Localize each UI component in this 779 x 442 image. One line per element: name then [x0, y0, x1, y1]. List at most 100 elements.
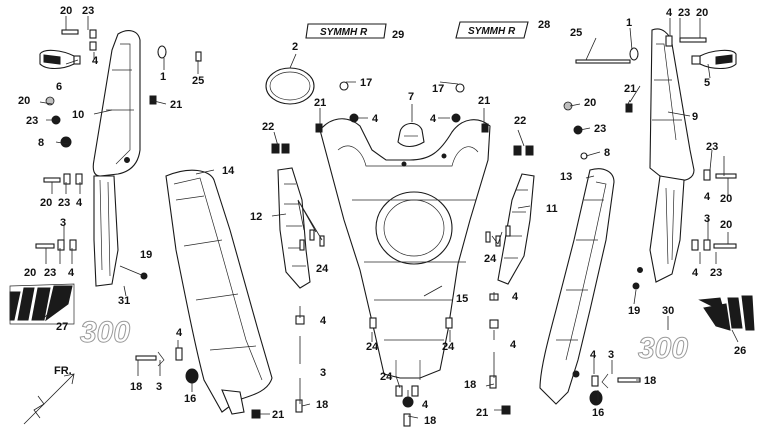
- hardware: [35, 29, 737, 427]
- callout-23-e: 23: [678, 7, 690, 19]
- callout-4-h: 4: [512, 291, 519, 303]
- callout-3-a: 3: [60, 217, 66, 229]
- callout-21-f: 21: [624, 83, 636, 95]
- ring-seal: [265, 67, 315, 105]
- direction-label: FR.: [54, 365, 72, 377]
- inner-bracket-left: [277, 167, 311, 289]
- callout-23-h: 23: [710, 267, 722, 279]
- callout-19-a: 19: [140, 249, 152, 261]
- decal-300-left: 300: [80, 316, 131, 350]
- turn-signal-left: [39, 49, 81, 70]
- callout-20-g: 20: [720, 193, 732, 205]
- callout-18-c: 18: [424, 415, 436, 427]
- callout-20-f: 20: [584, 97, 596, 109]
- callout-23-f: 23: [594, 123, 606, 135]
- callout-24-d: 24: [442, 341, 455, 353]
- callout-24-e: 24: [380, 371, 393, 383]
- callout-15: 15: [456, 293, 468, 305]
- callout-17-b: 17: [432, 83, 444, 95]
- front-direction-indicator: FR.: [23, 365, 75, 425]
- callout-4-e: 4: [372, 113, 379, 125]
- emblem-right: SYMMH R: [455, 21, 529, 39]
- callout-27: 27: [56, 321, 68, 333]
- front-panel-right: [539, 168, 615, 405]
- callout-24-a: 24: [316, 263, 329, 275]
- leader-lines: [39, 16, 739, 419]
- callout-21-b: 21: [272, 409, 284, 421]
- callout-28: 28: [538, 19, 550, 31]
- fuel-cap: [397, 122, 425, 148]
- decal-300-right: 300: [638, 332, 689, 366]
- callout-20-h: 20: [720, 219, 732, 231]
- svg-text:SYMMH R: SYMMH R: [468, 26, 516, 37]
- callout-20-c: 20: [40, 197, 52, 209]
- callout-4-g: 4: [320, 315, 327, 327]
- svg-text:300: 300: [638, 332, 688, 365]
- callout-8-a: 8: [38, 137, 44, 149]
- callout-4-a: 4: [92, 55, 99, 67]
- center-tunnel-cover: [319, 118, 491, 380]
- callout-21-a: 21: [170, 99, 182, 111]
- callout-3-c: 3: [320, 367, 326, 379]
- callout-4-d: 4: [176, 327, 183, 339]
- callout-24-b: 24: [484, 253, 497, 265]
- callout-7: 7: [408, 91, 414, 103]
- callout-26: 26: [734, 345, 746, 357]
- side-cover-right: [637, 28, 695, 283]
- callout-22-a: 22: [262, 121, 274, 133]
- callout-3-d: 3: [704, 213, 710, 225]
- decal-left: [9, 283, 75, 325]
- svg-text:300: 300: [80, 316, 130, 349]
- callout-14: 14: [222, 165, 235, 177]
- callout-23-d: 23: [44, 267, 56, 279]
- callout-18-a: 18: [130, 381, 142, 393]
- callout-31: 31: [118, 295, 130, 307]
- callout-23-g: 23: [706, 141, 718, 153]
- svg-text:SYMMH R: SYMMH R: [320, 27, 368, 38]
- emblem-left: SYMMH R: [305, 23, 387, 39]
- callout-10: 10: [72, 109, 84, 121]
- turn-signal-right: [691, 49, 737, 70]
- callout-23-b: 23: [26, 115, 38, 127]
- callout-29: 29: [392, 29, 404, 41]
- callout-30: 30: [662, 305, 674, 317]
- callout-4-j: 4: [422, 399, 429, 411]
- callout-6: 6: [56, 81, 62, 93]
- callout-20-d: 20: [24, 267, 36, 279]
- callout-4-b: 4: [76, 197, 83, 209]
- callout-11: 11: [546, 203, 558, 215]
- callout-labels: 20 23 4 6 1 25 21 20 10 23 8 20 23 4 3 2…: [18, 5, 746, 427]
- callout-21-d: 21: [478, 95, 490, 107]
- callout-25-a: 25: [192, 75, 204, 87]
- callout-4-m: 4: [692, 267, 699, 279]
- callout-21-e: 21: [476, 407, 488, 419]
- callout-4-i: 4: [510, 339, 517, 351]
- callout-1-a: 1: [160, 71, 166, 83]
- callout-18-d: 18: [464, 379, 476, 391]
- callout-12: 12: [250, 211, 262, 223]
- callout-23-a: 23: [82, 5, 94, 17]
- callout-5: 5: [704, 77, 710, 89]
- callout-18-e: 18: [644, 375, 656, 387]
- callout-2: 2: [292, 41, 298, 53]
- callout-24-c: 24: [366, 341, 379, 353]
- callout-23-c: 23: [58, 197, 70, 209]
- callout-16-a: 16: [184, 393, 196, 405]
- callout-16-b: 16: [592, 407, 604, 419]
- callout-17-a: 17: [360, 77, 372, 89]
- callout-4-l: 4: [704, 191, 711, 203]
- callout-1-b: 1: [626, 17, 632, 29]
- callout-13: 13: [560, 171, 572, 183]
- callout-3-e: 3: [608, 349, 614, 361]
- callout-4-c: 4: [68, 267, 75, 279]
- callout-4-f: 4: [430, 113, 437, 125]
- side-cover-left: [92, 30, 141, 287]
- callout-3-b: 3: [156, 381, 162, 393]
- callout-20-b: 20: [18, 95, 30, 107]
- callout-22-b: 22: [514, 115, 526, 127]
- front-panel-left: [165, 169, 273, 415]
- callout-20-e: 20: [696, 7, 708, 19]
- callout-21-c: 21: [314, 97, 326, 109]
- callout-4-k: 4: [666, 7, 673, 19]
